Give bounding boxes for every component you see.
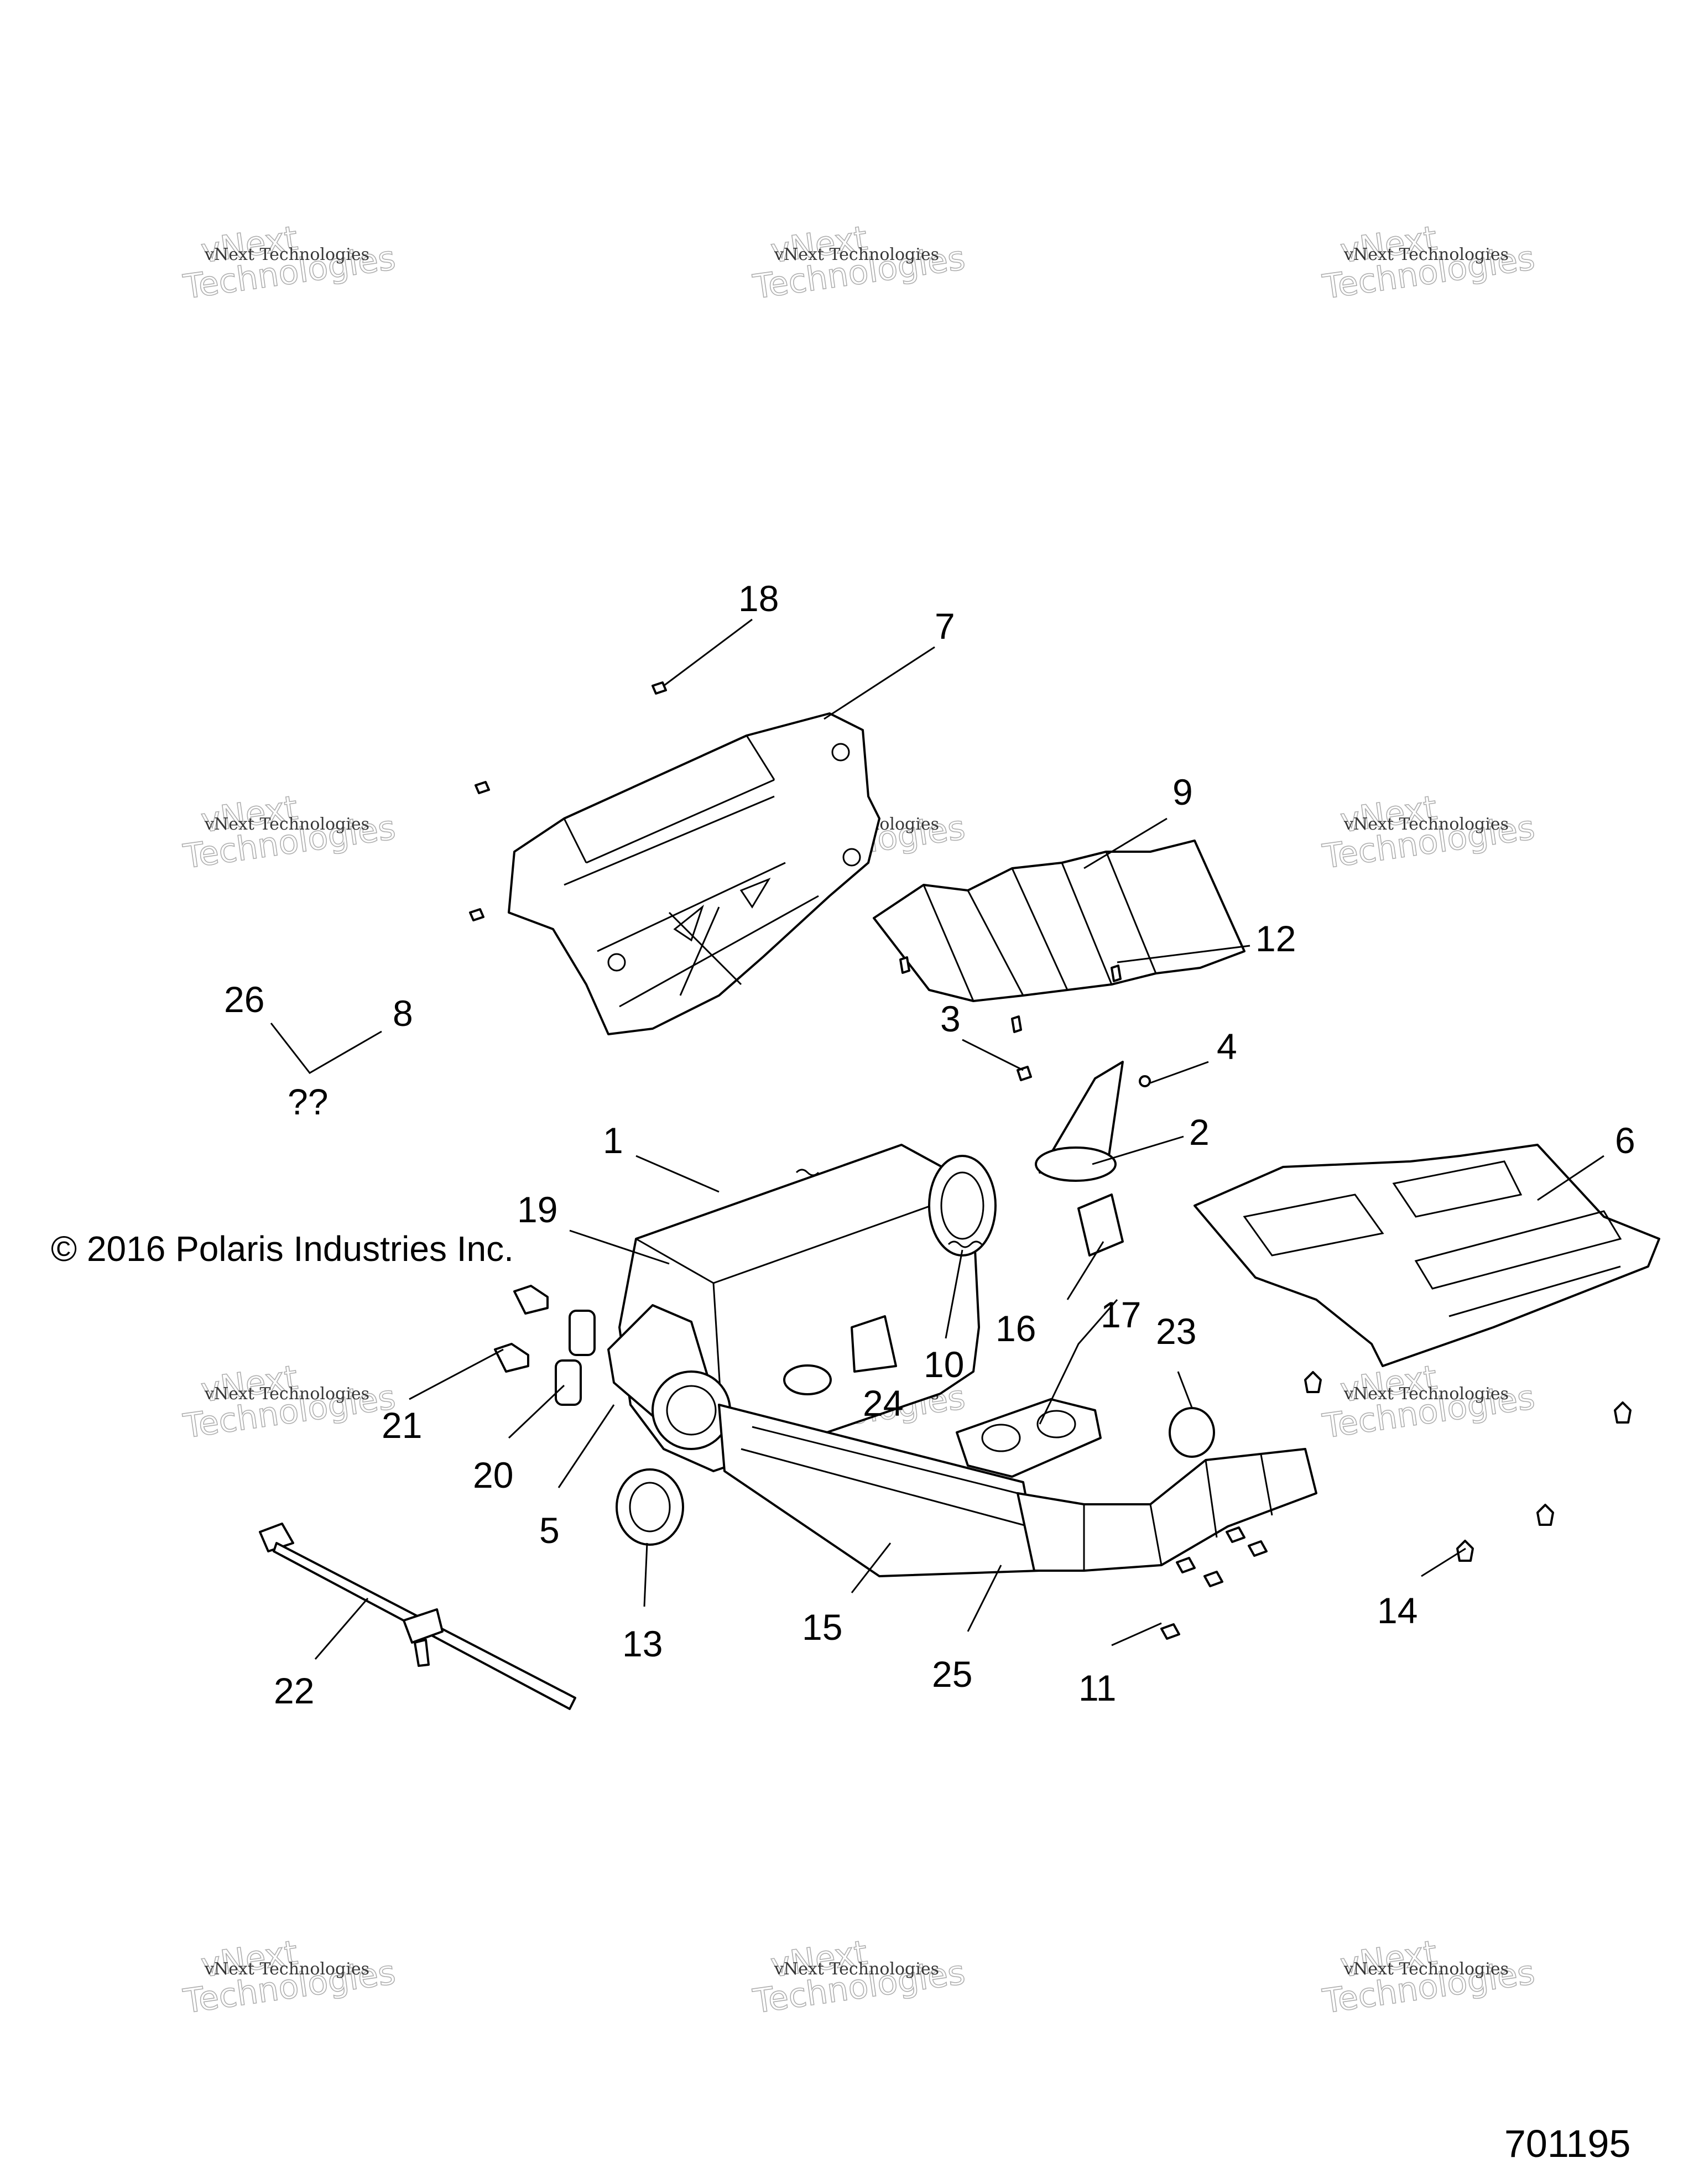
- part-13-clamp: [616, 1468, 684, 1546]
- part-6-heat-shield-lower: [1194, 1144, 1660, 1367]
- part-7-heat-shield-upper: [508, 712, 880, 1035]
- part-11-bolt: [1160, 1526, 1268, 1640]
- callout-13: 13: [622, 1623, 663, 1664]
- part-23-clamp-ring: [1169, 1407, 1215, 1458]
- callout-3: 3: [940, 998, 961, 1039]
- watermark-text: vNext Technologies: [204, 815, 369, 834]
- callout-20: 20: [473, 1455, 513, 1495]
- part-4-nut: [1139, 1075, 1151, 1087]
- leader-18: [663, 618, 753, 687]
- leader-4: [1150, 1061, 1209, 1084]
- leader-3: [962, 1039, 1024, 1071]
- leader-11: [1111, 1622, 1162, 1646]
- callout-4: 4: [1217, 1026, 1237, 1067]
- part-10-spring: [947, 1240, 983, 1248]
- part-14-push-pin: [1304, 1371, 1632, 1562]
- callout-19: 19: [517, 1189, 557, 1230]
- leader-26-8: [270, 1023, 382, 1074]
- leader-10: [945, 1249, 963, 1339]
- diagram-id: 701195: [1504, 2122, 1630, 2165]
- part-18-bolt: [469, 681, 667, 921]
- callout-24: 24: [863, 1383, 903, 1424]
- callout-25: 25: [932, 1654, 972, 1695]
- part-5-head-pipe: [607, 1304, 731, 1450]
- part-24-ring: [783, 1364, 832, 1395]
- leader-9: [1083, 817, 1168, 869]
- callout-12: 12: [1255, 918, 1296, 959]
- leader-20: [508, 1384, 565, 1439]
- watermark-text: vNext Technologies: [1343, 245, 1509, 264]
- callout-23: 23: [1156, 1311, 1196, 1352]
- part-12-screw: [899, 956, 1122, 1033]
- watermark-top-right: vNext Technologies: [1320, 218, 1538, 307]
- leader-23: [1177, 1371, 1193, 1408]
- leader-22: [314, 1598, 369, 1660]
- callout-unknown: ??: [288, 1081, 328, 1122]
- watermark-text: vNext Technologies: [204, 1959, 369, 1979]
- callout-8: 8: [393, 993, 413, 1034]
- part-16-isolator: [1077, 1193, 1124, 1257]
- part-9-heat-shield-corrugated: [873, 840, 1245, 1002]
- callout-14: 14: [1377, 1590, 1417, 1631]
- watermark-text: vNext Technologies: [204, 245, 369, 264]
- watermark-text: vNext Technologies: [774, 245, 939, 264]
- leader-6: [1537, 1155, 1604, 1201]
- part-21-bolt: [494, 1285, 549, 1373]
- part-24-isolator: [851, 1315, 897, 1373]
- callout-16: 16: [996, 1308, 1036, 1349]
- part-2-exhaust-tip: [1035, 1061, 1124, 1182]
- leader-2: [1092, 1135, 1184, 1165]
- callout-7: 7: [935, 606, 955, 647]
- watermark-text: vNext Technologies: [204, 1384, 369, 1404]
- callout-1: 1: [603, 1120, 623, 1161]
- callout-11: 11: [1078, 1667, 1117, 1708]
- leader-21: [409, 1348, 504, 1400]
- watermark-text: vNext Technologies: [1343, 1959, 1509, 1979]
- callout-22: 22: [274, 1670, 314, 1711]
- callout-2: 2: [1189, 1112, 1210, 1153]
- part-19-spring: [795, 1169, 820, 1176]
- leader-12: [1117, 945, 1250, 963]
- leader-1: [635, 1155, 720, 1193]
- callout-9: 9: [1172, 772, 1193, 812]
- watermark-text: vNext Technologies: [774, 1959, 939, 1979]
- copyright-notice: © 2016 Polaris Industries Inc.: [51, 1229, 514, 1269]
- leader-lines: [270, 618, 1604, 1660]
- callout-21: 21: [382, 1405, 422, 1446]
- watermark-text: vNext Technologies: [1343, 1384, 1509, 1404]
- part-22-cable-tie: [259, 1523, 576, 1710]
- callout-6: 6: [1615, 1120, 1635, 1161]
- part-3-bolt: [1017, 1066, 1032, 1081]
- part-25-exhaust-pipe: [1017, 1448, 1317, 1572]
- leader-17: [1039, 1299, 1118, 1425]
- callout-labels: 18 7 9 12 3 4 2 1 6 26 8 ?? 19 10 16 17 …: [224, 578, 1635, 1711]
- watermark-text: vNext Technologies: [1343, 815, 1509, 834]
- leader-13: [643, 1542, 648, 1607]
- leader-19: [569, 1229, 670, 1265]
- callout-5: 5: [539, 1510, 560, 1551]
- leader-14: [1421, 1547, 1466, 1577]
- leader-7: [824, 646, 935, 720]
- leader-5: [557, 1404, 615, 1488]
- part-15-catalytic-converter: [718, 1404, 1041, 1577]
- callout-10: 10: [924, 1344, 964, 1385]
- leader-15: [851, 1542, 892, 1593]
- callout-26: 26: [224, 979, 264, 1020]
- part-17-gasket: [956, 1398, 1102, 1478]
- callout-18: 18: [738, 578, 779, 619]
- part-20-spring: [555, 1310, 596, 1406]
- leader-25: [967, 1565, 1002, 1632]
- callout-15: 15: [802, 1607, 842, 1648]
- callout-17: 17: [1101, 1294, 1141, 1335]
- leader-16: [1066, 1241, 1104, 1300]
